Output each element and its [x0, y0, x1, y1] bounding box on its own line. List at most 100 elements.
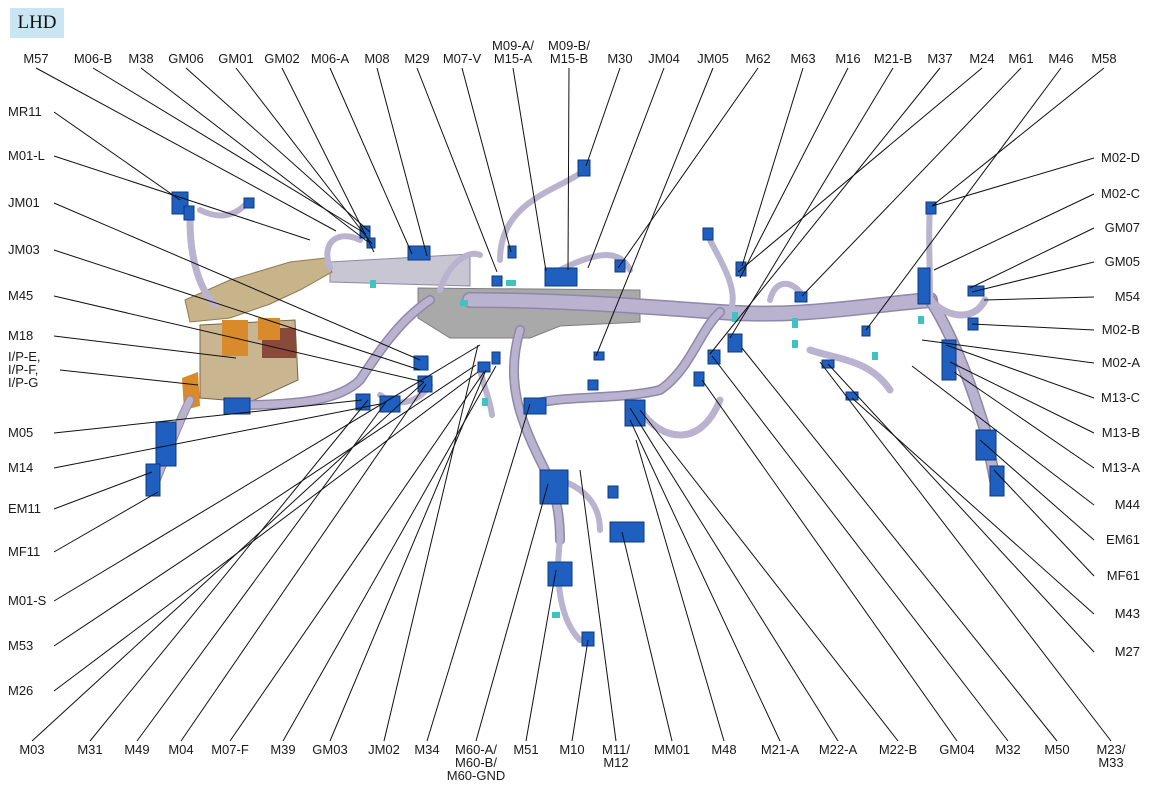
label-line: EM11: [8, 501, 41, 516]
label-m30: M30: [607, 51, 632, 66]
label-line: M04: [168, 742, 193, 757]
label-line: GM07: [1105, 220, 1140, 235]
leader-m13-a: [953, 371, 1095, 469]
label-line: JM02: [368, 742, 400, 757]
label-line: M06-B: [74, 51, 112, 66]
label-m58: M58: [1091, 51, 1116, 66]
label-line: M48: [711, 742, 736, 757]
leader-m45: [53, 295, 425, 383]
label-em61: EM61: [1106, 532, 1140, 547]
label-m43: M43: [1115, 606, 1140, 621]
label-m22-b: M22-B: [879, 742, 917, 757]
label-line: M62: [745, 51, 770, 66]
leader-gm07: [969, 227, 1095, 289]
label-m60: M60-A/M60-B/M60-GND: [447, 742, 506, 783]
label-line: I/P-G: [8, 375, 38, 390]
label-line: M60-GND: [447, 768, 506, 783]
label-m02-c: M02-C: [1101, 186, 1140, 201]
label-line: GM02: [264, 51, 299, 66]
label-em11: EM11: [8, 501, 41, 516]
label-mm01: MM01: [654, 742, 690, 757]
label-m07-v: M07-V: [443, 51, 482, 66]
leader-mr11: [53, 111, 181, 201]
label-m09a: M09-A/M15-A: [492, 38, 534, 66]
label-line: JM05: [697, 51, 729, 66]
label-m10: M10: [559, 742, 584, 757]
label-m49: M49: [124, 742, 149, 757]
leader-m26: [53, 371, 479, 692]
label-line: M54: [1115, 289, 1140, 304]
tan-bracket: [184, 257, 333, 323]
label-m02-a: M02-A: [1102, 355, 1141, 370]
label-line: M15-B: [550, 51, 588, 66]
label-m06-b: M06-B: [74, 51, 112, 66]
label-line: GM01: [218, 51, 253, 66]
label-m26: M26: [8, 683, 33, 698]
leader-m01-l: [53, 155, 311, 241]
label-m21-a: M21-A: [761, 742, 800, 757]
label-line: M16: [835, 51, 860, 66]
leader-jm03: [53, 249, 421, 371]
leader-m07-f: [229, 371, 485, 742]
label-m11: M11/M12: [602, 742, 630, 770]
label-line: GM06: [168, 51, 203, 66]
label-m14: M14: [8, 460, 33, 475]
label-m62: M62: [745, 51, 770, 66]
label-m37: M37: [927, 51, 952, 66]
label-gm01: GM01: [218, 51, 253, 66]
label-m50: M50: [1044, 742, 1069, 757]
label-m23: M23/M33: [1097, 742, 1126, 770]
label-line: M26: [8, 683, 33, 698]
leader-gm06: [185, 67, 371, 233]
leader-jm02: [383, 344, 479, 742]
label-line: M07-F: [211, 742, 249, 757]
leader-m63: [741, 67, 804, 267]
leader-m02-a: [921, 339, 1095, 364]
leader-m04: [180, 383, 427, 742]
leader-m22-a: [629, 407, 839, 742]
label-m09b: M09-B/M15-B: [548, 38, 590, 66]
leader-m08: [376, 67, 428, 257]
label-line: M29: [404, 51, 429, 66]
label-m05: M05: [8, 425, 33, 440]
label-line: M44: [1115, 497, 1140, 512]
label-line: MM01: [654, 742, 690, 757]
label-m61: M61: [1008, 51, 1033, 66]
label-line: M43: [1115, 606, 1140, 621]
label-line: M31: [77, 742, 102, 757]
label-line: M02-B: [1102, 322, 1140, 337]
label-jm05: JM05: [697, 51, 729, 66]
leader-m50: [741, 347, 1058, 742]
label-line: EM61: [1106, 532, 1140, 547]
lhd-badge: LHD: [10, 8, 64, 38]
label-m02-b: M02-B: [1102, 322, 1140, 337]
leader-m30: [585, 67, 621, 167]
leader-jm05: [595, 67, 714, 357]
label-line: M14: [8, 460, 33, 475]
label-line: M02-C: [1101, 186, 1140, 201]
leader-gm02: [281, 67, 375, 253]
label-line: M02-A: [1102, 355, 1141, 370]
label-line: M53: [8, 638, 33, 653]
leader-m07-v: [461, 67, 512, 253]
label-m29: M29: [404, 51, 429, 66]
leader-m22-b: [639, 409, 899, 742]
leader-m06-b: [92, 67, 367, 235]
label-ipe: I/P-E,I/P-F,I/P-G: [8, 349, 41, 390]
label-line: M45: [8, 288, 33, 303]
label-mf11: MF11: [8, 544, 40, 559]
label-line: M34: [414, 742, 439, 757]
label-m39: M39: [270, 742, 295, 757]
leader-m02-c: [933, 193, 1095, 271]
label-line: M27: [1115, 644, 1140, 659]
label-line: M15-A: [494, 51, 533, 66]
label-m13-a: M13-A: [1102, 460, 1141, 475]
label-line: M50: [1044, 742, 1069, 757]
leader-em61: [979, 439, 1095, 541]
label-line: M10: [559, 742, 584, 757]
label-jm03: JM03: [8, 242, 40, 257]
label-mr11: MR11: [8, 104, 42, 119]
label-line: M37: [927, 51, 952, 66]
